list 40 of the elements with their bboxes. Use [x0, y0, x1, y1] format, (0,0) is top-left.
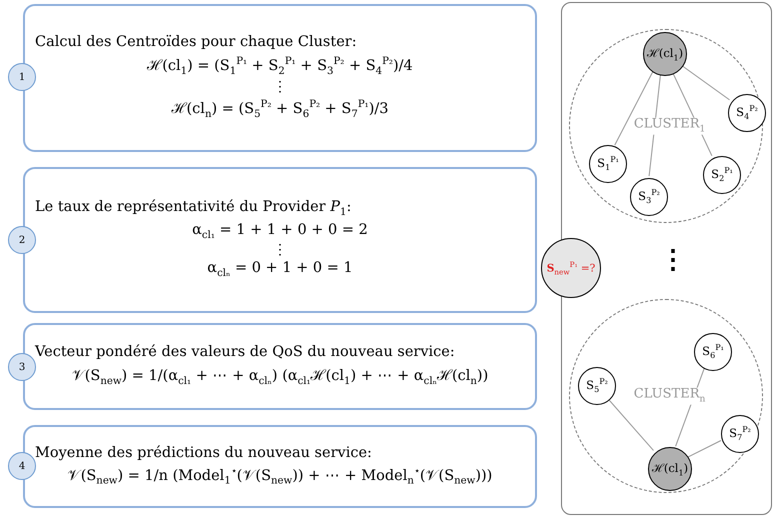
cluster-circle	[569, 299, 763, 493]
step-box	[23, 425, 537, 508]
formula: ℋ(cl$_{1}$) = (S$_{1}$$^{P₁}$ + S$_{2}$$^{P₁}$ + S$_{3}$$^{P₂}$ + S$_{4}$$^{P₂}$)/4	[147, 55, 413, 77]
vertical-ellipsis: ⋮	[273, 243, 287, 258]
service-node	[721, 415, 759, 453]
formula: 𝒱(S$_{new}$) = 1/(α$_{cl₁}$ + ⋯ + α$_{clₙ}$) (α$_{cl₁}$ℋ(cl$_{1}$) + ⋯ + α$_{clₙ}$ℋ(cl$_{n}$))	[72, 367, 488, 387]
service-node	[703, 156, 741, 194]
service-node	[630, 178, 668, 216]
node-label: ℋ(cl$_{1}$)	[652, 460, 688, 478]
step-number-badge: 4	[8, 452, 36, 480]
step-heading: Moyenne des prédictions du nouveau service:	[35, 444, 372, 461]
node-label: ℋ(cl$_{1}$)	[646, 45, 684, 63]
step-heading: Vecteur pondéré des valeurs de QoS du nouveau service:	[35, 344, 455, 360]
step-number-badge: 2	[8, 226, 36, 254]
node-label: S$_{new}$$^{P₁}$ =?	[546, 260, 596, 276]
step-heading: Le taux de représentativité du Provider P$_{1}$:	[35, 198, 352, 218]
connector-line	[687, 440, 722, 458]
connector-line	[614, 71, 654, 146]
service-node	[694, 333, 732, 371]
step-box	[23, 4, 537, 152]
vertical-ellipsis: ⋮	[660, 247, 686, 273]
formula: 𝒱(S$_{new}$) = 1/n (Model$_{1}$$^{⋆}$(𝒱(S$_{new}$)) + ⋯ + Model$_{n}$$^{⋆}$(𝒱(S$_{new}$)))	[68, 464, 492, 486]
step-number-badge: 1	[8, 63, 36, 91]
cluster-label: CLUSTER$_{n}$	[634, 388, 706, 404]
centroid-node	[643, 32, 687, 76]
vertical-ellipsis: ⋮	[273, 80, 287, 94]
cluster-circle	[569, 29, 763, 223]
step-heading: Calcul des Centroïdes pour chaque Cluster:	[35, 34, 357, 50]
step-number-badge: 3	[8, 353, 36, 381]
connector-line	[607, 398, 654, 451]
cluster-label: CLUSTER$_{1}$	[634, 118, 706, 134]
service-node	[728, 94, 766, 132]
step-box	[23, 167, 537, 313]
service-node	[578, 367, 616, 405]
step-box	[23, 323, 537, 410]
formula: α$_{cl₁}$ = 1 + 1 + 0 + 0 = 2	[192, 222, 368, 240]
centroid-node	[648, 447, 692, 491]
formula: ℋ(cl$_{n}$) = (S$_{5}$$^{P₂}$ + S$_{6}$$^{P₂}$ + S$_{7}$$^{P₁}$)/3	[172, 98, 388, 120]
formula: α$_{clₙ}$ = 0 + 1 + 0 = 1	[207, 260, 353, 280]
service-node	[589, 145, 627, 183]
